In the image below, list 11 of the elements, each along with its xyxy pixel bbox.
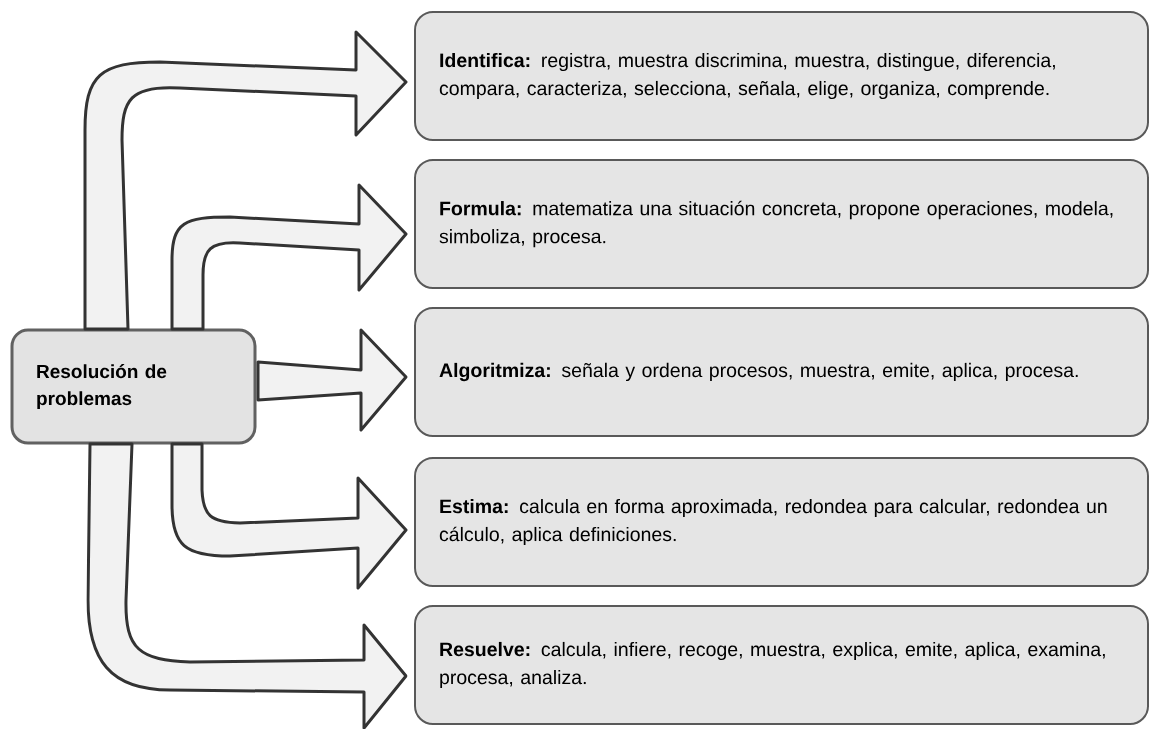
description-box: Resuelve: calcula, infiere, recoge, muestra, explica, emite, aplica, examina, procesa, analiza. bbox=[414, 605, 1149, 725]
block-arrow bbox=[170, 183, 408, 331]
block-arrow bbox=[86, 442, 408, 729]
block-arrow bbox=[256, 328, 408, 432]
topic-box: Resolución de problemas bbox=[10, 328, 257, 445]
description-box: Identifica: registra, muestra discrimina, muestra, distingue, diferencia, compara, caracteriza, selecciona, señala, elige, organiza, comprende. bbox=[414, 11, 1149, 141]
description-box: Formula: matematiza una situación concreta, propone operaciones, modela, simboliza, procesa. bbox=[414, 159, 1149, 289]
block-arrow bbox=[170, 442, 408, 590]
block-arrow bbox=[83, 30, 408, 331]
description-box: Estima: calcula en forma aproximada, redondea para calcular, redondea un cálculo, aplica definiciones. bbox=[414, 457, 1149, 587]
description-box: Algoritmiza: señala y ordena procesos, muestra, emite, aplica, procesa. bbox=[414, 307, 1149, 437]
